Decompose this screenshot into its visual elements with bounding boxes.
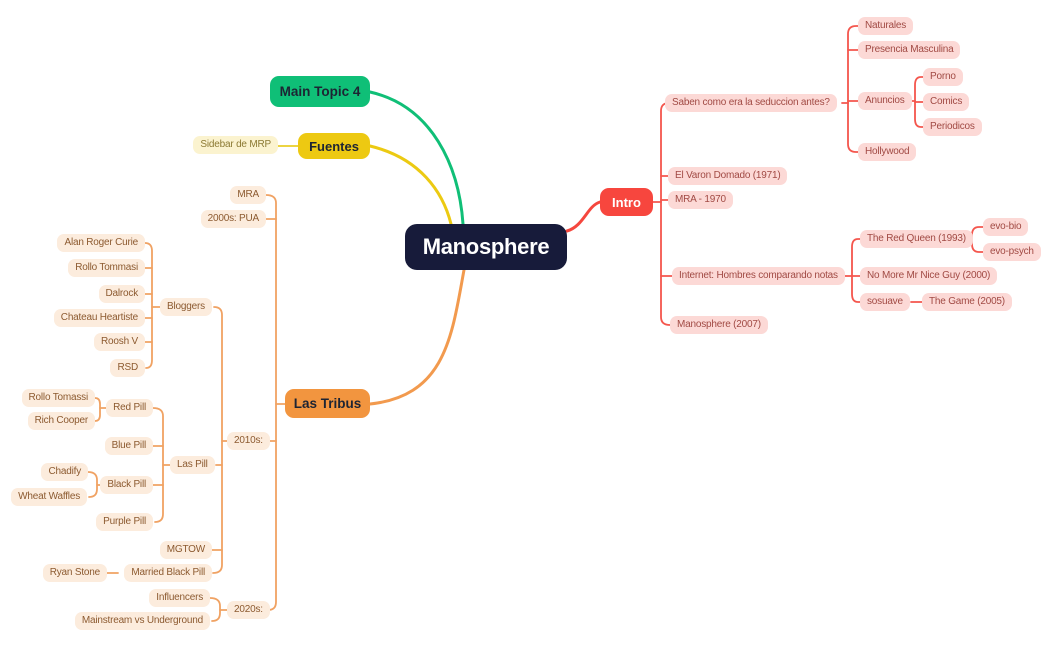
edge-root-intro xyxy=(565,200,602,233)
node-roosh-v[interactable]: Roosh V xyxy=(94,333,145,351)
node-main-topic-4[interactable]: Main Topic 4 xyxy=(270,76,370,107)
node-periodicos[interactable]: Periodicos xyxy=(923,118,982,136)
node-intro[interactable]: Intro xyxy=(600,188,653,216)
edge-saben-naturales xyxy=(847,25,859,104)
las-tribus-branch-edges xyxy=(87,194,286,622)
node-alan-roger-curie[interactable]: Alan Roger Curie xyxy=(57,234,145,252)
node-sosuave[interactable]: sosuave xyxy=(860,293,910,311)
node-ryan-stone[interactable]: Ryan Stone xyxy=(42,564,107,582)
node-porno[interactable]: Porno xyxy=(923,68,963,86)
edge-intro-saben xyxy=(660,102,670,203)
node-las-pill[interactable]: Las Pill xyxy=(170,456,215,474)
node-rollo-tommasi[interactable]: Rollo Tommasi xyxy=(68,259,145,277)
edge-saben-hollywood xyxy=(847,102,859,153)
edge-root-fuentes xyxy=(368,144,453,226)
node-mra-1970[interactable]: MRA - 1970 xyxy=(668,191,733,209)
node-red-queen[interactable]: The Red Queen (1993) xyxy=(860,230,973,248)
node-dalrock[interactable]: Dalrock xyxy=(98,285,145,303)
node-2000s-pua[interactable]: 2000s: PUA xyxy=(200,210,266,228)
edge-internet-sosuave xyxy=(851,275,861,303)
node-anuncios[interactable]: Anuncios xyxy=(858,92,912,110)
node-presencia-masculina[interactable]: Presencia Masculina xyxy=(858,41,961,59)
edge-anuncios-porno xyxy=(914,76,924,102)
node-manosphere-2007[interactable]: Manosphere (2007) xyxy=(670,316,768,334)
node-mgtow[interactable]: MGTOW xyxy=(159,541,212,559)
node-las-tribus[interactable]: Las Tribus xyxy=(285,389,370,418)
node-hollywood[interactable]: Hollywood xyxy=(858,143,917,161)
node-evo-psych[interactable]: evo-psych xyxy=(983,243,1041,261)
node-naturales[interactable]: Naturales xyxy=(858,17,913,35)
node-the-game[interactable]: The Game (2005) xyxy=(922,293,1012,311)
node-el-varon-domado[interactable]: El Varon Domado (1971) xyxy=(668,167,788,185)
node-wheat-waffles[interactable]: Wheat Waffles xyxy=(11,488,87,506)
node-influencers[interactable]: Influencers xyxy=(149,589,210,607)
edge-red-queen-evo-bio xyxy=(971,226,984,240)
node-mra[interactable]: MRA xyxy=(230,186,266,204)
node-rich-cooper[interactable]: Rich Cooper xyxy=(27,412,95,430)
node-mainstream-vs-underground[interactable]: Mainstream vs Underground xyxy=(74,612,210,630)
node-bloggers[interactable]: Bloggers xyxy=(160,298,212,316)
node-rollo-tomassi[interactable]: Rollo Tomassi xyxy=(21,389,95,407)
edge-red-pill-trunk xyxy=(94,397,101,422)
node-no-more-mr-nice-guy[interactable]: No More Mr Nice Guy (2000) xyxy=(860,267,998,285)
edge-las-pill-trunk xyxy=(152,407,164,523)
node-blue-pill[interactable]: Blue Pill xyxy=(104,437,153,455)
edge-2020s-trunk xyxy=(209,597,221,622)
node-saben-pregunta[interactable]: Saben como era la seduccion antes? xyxy=(665,94,837,112)
node-chateau-heartiste[interactable]: Chateau Heartiste xyxy=(53,309,145,327)
node-red-pill[interactable]: Red Pill xyxy=(106,399,153,417)
edge-internet-red-queen xyxy=(851,238,861,277)
node-2010s[interactable]: 2010s: xyxy=(227,432,270,450)
edge-intro-manosphere2007 xyxy=(660,201,671,326)
edge-bloggers-trunk xyxy=(144,242,153,369)
node-2020s[interactable]: 2020s: xyxy=(227,601,270,619)
node-evo-bio[interactable]: evo-bio xyxy=(983,218,1029,236)
node-manosphere[interactable]: Manosphere xyxy=(405,224,567,270)
edge-root-main-topic-4 xyxy=(368,90,465,226)
edge-tribus-trunk xyxy=(265,194,277,611)
node-black-pill[interactable]: Black Pill xyxy=(100,476,153,494)
edge-black-pill-trunk xyxy=(87,471,98,498)
intro-branch-edges xyxy=(651,25,984,326)
node-rsd[interactable]: RSD xyxy=(110,359,145,377)
edge-anuncios-periodicos xyxy=(914,100,924,128)
node-purple-pill[interactable]: Purple Pill xyxy=(96,513,153,531)
node-comics[interactable]: Comics xyxy=(923,93,970,111)
node-chadify[interactable]: Chadify xyxy=(41,463,88,481)
edge-root-las-tribus xyxy=(368,268,466,406)
node-married-black-pill[interactable]: Married Black Pill xyxy=(124,564,212,582)
node-sidebar-de-mrp[interactable]: Sidebar de MRP xyxy=(193,136,278,154)
edge-red-queen-evo-psych xyxy=(971,238,984,253)
edge-2010s-trunk xyxy=(212,306,223,574)
node-internet-notas[interactable]: Internet: Hombres comparando notas xyxy=(672,267,845,285)
node-fuentes[interactable]: Fuentes xyxy=(298,133,370,159)
